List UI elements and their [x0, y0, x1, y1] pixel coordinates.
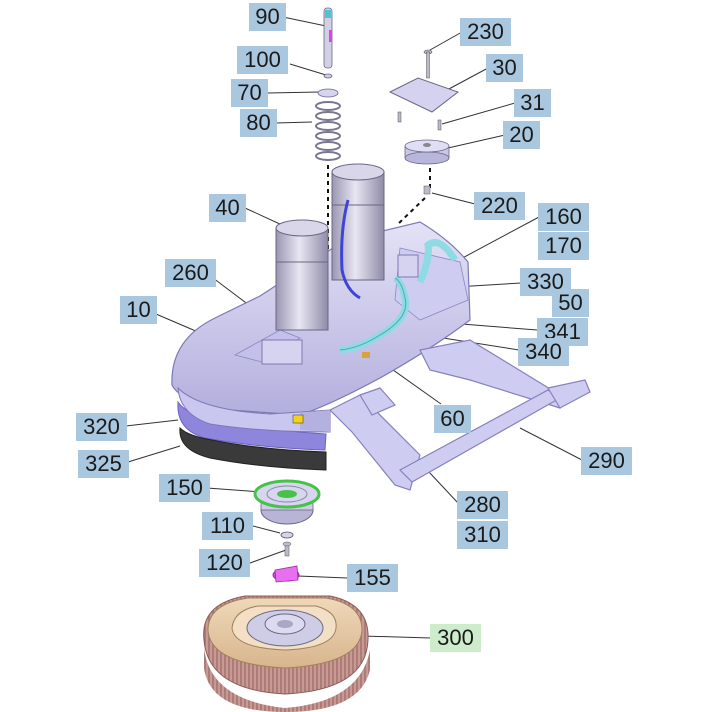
fastener-220 — [423, 185, 431, 195]
callout-30: 30 — [486, 54, 523, 82]
disc-70 — [317, 88, 339, 98]
leader-80 — [275, 121, 313, 124]
spring-80 — [315, 101, 341, 161]
leader-290 — [519, 427, 583, 461]
motor-40 — [275, 219, 329, 331]
callout-260: 260 — [165, 259, 216, 287]
callout-320: 320 — [76, 413, 127, 441]
callout-310: 310 — [457, 521, 508, 549]
callout-40: 40 — [209, 194, 246, 222]
callout-110: 110 — [202, 512, 253, 540]
hose-160 — [416, 239, 458, 284]
leader-230 — [429, 31, 463, 51]
callout-60: 60 — [434, 405, 471, 433]
callout-155: 155 — [347, 564, 398, 592]
leader-120 — [249, 549, 287, 564]
cable-blue — [340, 199, 361, 300]
leader-20 — [447, 134, 506, 149]
callout-70: 70 — [231, 79, 268, 107]
callout-230: 230 — [460, 18, 511, 46]
washer-110 — [280, 531, 294, 539]
leader-30 — [446, 67, 489, 91]
callout-220: 220 — [474, 192, 525, 220]
callout-280: 280 — [457, 491, 508, 519]
callout-20: 20 — [503, 121, 540, 149]
cover-plate-30 — [388, 77, 460, 113]
callout-170: 170 — [538, 232, 589, 260]
frame-end-right — [547, 379, 591, 409]
leader-150 — [206, 487, 263, 493]
leader-100 — [289, 63, 327, 76]
assembly-axes — [327, 160, 431, 250]
leader-110 — [252, 525, 281, 534]
leader-220 — [431, 192, 476, 205]
callout-50: 50 — [552, 289, 589, 317]
frame-pivot — [359, 387, 396, 416]
hose-330 — [339, 239, 458, 354]
bolt-120 — [282, 541, 292, 557]
leader-325 — [127, 445, 181, 463]
leader-40 — [244, 207, 283, 226]
connector-block — [397, 254, 419, 278]
callout-31: 31 — [514, 89, 551, 117]
leader-155 — [297, 575, 348, 579]
callout-325: 325 — [78, 450, 129, 478]
callout-300: 300 — [430, 624, 481, 652]
motor-right — [331, 163, 385, 281]
leader-31 — [441, 102, 516, 125]
brush-300 — [203, 595, 370, 712]
leader-300 — [361, 635, 432, 639]
warning-sticker — [292, 414, 304, 424]
callout-120: 120 — [199, 549, 250, 577]
switch-block-260 — [261, 339, 303, 365]
housing-rim — [177, 386, 331, 433]
callout-160: 160 — [538, 203, 589, 231]
callout-90: 90 — [249, 3, 286, 31]
cable-clip-60 — [362, 352, 370, 358]
callout-10: 10 — [120, 296, 157, 324]
drive-hub-150 — [253, 479, 321, 525]
leader-70 — [267, 91, 321, 94]
screws-31 — [397, 111, 442, 131]
clutch-155 — [272, 565, 300, 583]
callout-100: 100 — [237, 46, 288, 74]
housing-front-edge — [300, 410, 330, 432]
leader-90 — [282, 16, 327, 27]
callout-340: 340 — [518, 338, 569, 366]
callout-290: 290 — [581, 447, 632, 475]
shaft-90 — [323, 7, 333, 69]
callout-150: 150 — [159, 474, 210, 502]
leader-320 — [125, 419, 179, 427]
callout-80: 80 — [240, 109, 277, 137]
leader-160 — [454, 216, 540, 263]
skirt-325 — [179, 426, 327, 471]
washer-100 — [323, 73, 333, 79]
handle-frame-290 — [328, 339, 591, 491]
screw-230 — [423, 49, 433, 79]
cap-20 — [404, 139, 450, 165]
